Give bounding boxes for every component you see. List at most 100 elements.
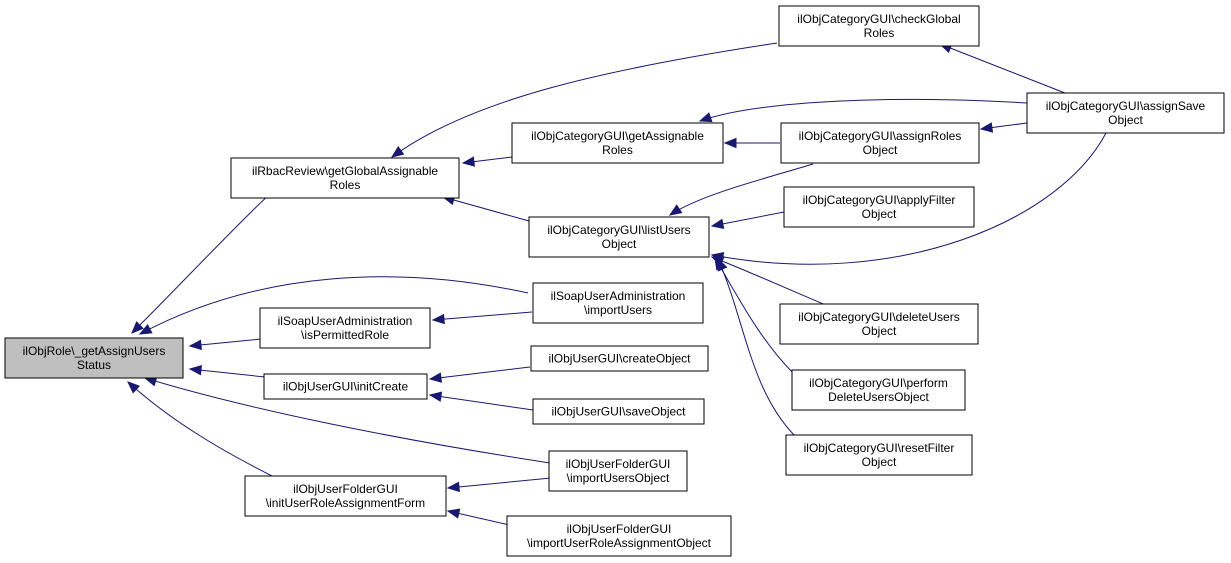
node-box	[779, 303, 979, 345]
node-label: ilObjCategoryGUI\assignSave	[1046, 99, 1206, 113]
node-label: ilObjRole\_getAssignUsers	[23, 344, 166, 358]
node-label: ilObjUserGUI\saveObject	[551, 405, 686, 419]
node-box	[511, 122, 724, 164]
node-user-save-object[interactable]: ilObjUserGUI\saveObject	[532, 398, 705, 425]
node-label: Roles	[330, 178, 361, 192]
edge-line	[189, 368, 266, 378]
call-edge	[723, 137, 780, 149]
call-edge	[127, 381, 277, 479]
node-box	[532, 398, 705, 425]
call-edge	[938, 43, 1066, 94]
call-edge	[441, 195, 530, 222]
edge-line	[442, 196, 530, 222]
node-folder-import-role[interactable]: ilObjUserFolderGUI\importUserRoleAssignm…	[506, 515, 732, 557]
arrow-head-icon	[431, 313, 445, 325]
arrow-head-icon	[717, 257, 728, 272]
edge-line	[432, 311, 533, 321]
node-user-create-object[interactable]: ilObjUserGUI\createObject	[530, 345, 709, 372]
node-label: ilObjCategoryGUI\deleteUsers	[798, 310, 959, 324]
node-label: \importUserRoleAssignmentObject	[527, 536, 712, 550]
call-edge	[717, 257, 796, 437]
node-box	[780, 122, 980, 164]
node-folder-import-users[interactable]: ilObjUserFolderGUI\importUsersObject	[548, 450, 688, 492]
arrow-head-icon	[428, 391, 443, 402]
node-box	[548, 450, 688, 492]
node-user-init-create[interactable]: ilObjUserGUI\initCreate	[263, 373, 428, 400]
edge-line	[699, 98, 1028, 122]
arrow-head-icon	[188, 365, 202, 376]
node-label: \isPermittedRole	[301, 328, 389, 342]
arrow-head-icon	[127, 381, 141, 394]
arrow-head-icon	[698, 112, 713, 123]
arrow-head-icon	[446, 481, 460, 493]
node-box	[528, 216, 710, 258]
node-label: Object	[602, 237, 637, 251]
arrow-head-icon	[428, 372, 443, 383]
node-label: ilObjUserGUI\initCreate	[283, 380, 409, 394]
node-soap-is-permitted[interactable]: ilSoapUserAdministration\isPermittedRole	[259, 307, 431, 349]
call-edge	[390, 42, 778, 158]
node-label: ilSoapUserAdministration	[551, 289, 686, 303]
arrow-head-icon	[188, 339, 202, 351]
call-edge	[698, 98, 1028, 123]
node-label: \importUsers	[584, 303, 652, 317]
arrow-head-icon	[710, 218, 725, 229]
node-box	[530, 345, 709, 372]
edge-line	[429, 366, 531, 380]
call-edge	[431, 311, 533, 325]
edge-line	[139, 276, 529, 335]
call-edge	[428, 366, 531, 383]
node-label: ilObjUserFolderGUI	[567, 522, 672, 536]
edge-line	[127, 381, 277, 479]
node-box	[532, 282, 704, 324]
node-soap-import-users[interactable]: ilSoapUserAdministration\importUsers	[532, 282, 704, 324]
node-box	[783, 186, 975, 228]
node-label: ilSoapUserAdministration	[278, 314, 413, 328]
node-label: \initUserRoleAssignmentForm	[266, 496, 425, 510]
arrow-head-icon	[446, 508, 461, 519]
node-box	[230, 157, 460, 199]
edge-line	[447, 477, 552, 489]
node-box	[4, 337, 184, 379]
node-label: ilObjCategoryGUI\resetFilter	[804, 441, 955, 455]
call-edge	[668, 163, 814, 216]
edge-line	[711, 211, 785, 227]
node-box	[785, 434, 973, 476]
call-edge	[428, 391, 534, 411]
node-cat-perform-delete[interactable]: ilObjCategoryGUI\performDeleteUsersObjec…	[791, 369, 966, 411]
node-label: ilObjCategoryGUI\checkGlobal	[797, 12, 960, 26]
node-box	[259, 307, 431, 349]
call-edge	[188, 338, 262, 351]
node-label: Object	[862, 324, 897, 338]
edge-line	[669, 163, 814, 216]
node-label: Object	[1108, 113, 1143, 127]
edge-line	[939, 43, 1066, 94]
call-edges	[127, 42, 1107, 533]
node-folder-init-form[interactable]: ilObjUserFolderGUI\initUserRoleAssignmen…	[244, 475, 447, 517]
call-edge	[710, 211, 785, 229]
node-box	[506, 515, 732, 557]
arrow-head-icon	[131, 321, 144, 334]
node-label: Object	[862, 455, 897, 469]
edge-line	[711, 256, 829, 307]
node-label: ilObjUserFolderGUI	[293, 482, 398, 496]
edge-line	[144, 377, 551, 464]
node-label: Roles	[864, 26, 895, 40]
call-edge	[138, 276, 529, 335]
node-label: Status	[77, 358, 111, 372]
edge-line	[717, 258, 796, 437]
node-label: ilRbacReview\getGlobalAssignable	[252, 164, 438, 178]
arrow-head-icon	[723, 137, 737, 149]
node-label: ilObjCategoryGUI\listUsers	[547, 223, 690, 237]
node-label: ilObjCategoryGUI\assignRoles	[799, 129, 962, 143]
